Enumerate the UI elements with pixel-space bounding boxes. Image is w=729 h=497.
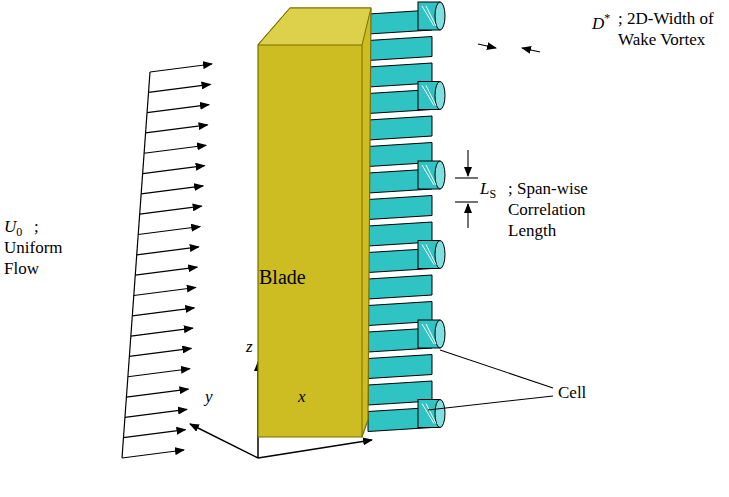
wake-cells [368, 2, 445, 432]
blade-label: Blade [259, 266, 306, 289]
flow-profile [122, 64, 212, 458]
blade-slab: Blade [255, 5, 375, 445]
definition-text: ; Uniform Flow [4, 216, 84, 279]
symbol-label: D* [592, 8, 610, 34]
axis-label: x [298, 386, 306, 407]
axis-label: y [205, 386, 213, 407]
definition-text: ; 2D-Width of Wake Vortex [618, 8, 724, 50]
axis-label: z [246, 336, 253, 357]
blade-outline [255, 5, 375, 445]
callout-label: Cell [558, 382, 586, 403]
definition-text: ; Span-wise Correlation Length [508, 178, 630, 241]
symbol-label: LS [480, 178, 496, 205]
